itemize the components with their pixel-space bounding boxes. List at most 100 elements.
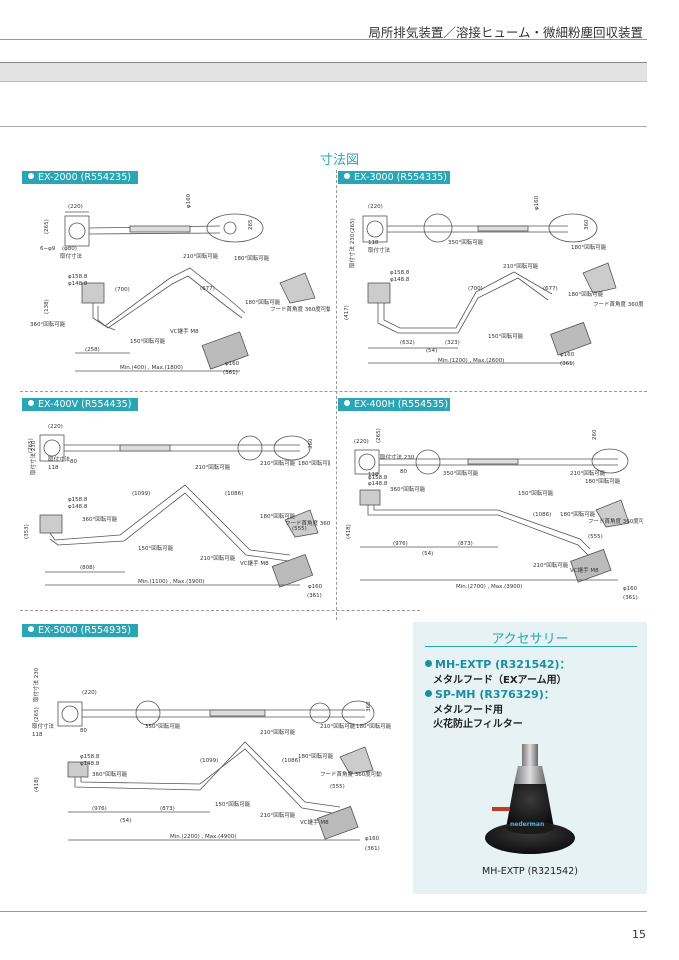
svg-text:Min.(1100) , Max.(3900): Min.(1100) , Max.(3900) <box>138 579 204 585</box>
model-label-ex400v: EX-400V (R554435) <box>22 398 138 411</box>
svg-text:150°回転可能: 150°回転可能 <box>138 544 174 552</box>
svg-text:360: 360 <box>308 438 314 449</box>
page-number: 15 <box>632 928 646 941</box>
svg-text:350°回転可能: 350°回転可能 <box>145 722 181 730</box>
svg-text:180°回転可能: 180°回転可能 <box>298 752 334 760</box>
svg-text:(418): (418) <box>34 777 40 792</box>
svg-text:(555): (555) <box>292 526 307 532</box>
svg-text:φ160: φ160 <box>186 193 192 208</box>
svg-text:(632): (632) <box>400 340 415 346</box>
svg-text:(808): (808) <box>80 565 95 571</box>
accessory-desc-mh-extp: メタルフード（EXアーム用） <box>433 675 567 686</box>
svg-text:(873): (873) <box>160 806 175 812</box>
svg-text:(1086): (1086) <box>225 491 243 497</box>
svg-text:φ148.8: φ148.8 <box>68 504 88 510</box>
svg-text:取付寸法 230: 取付寸法 230 <box>32 667 40 702</box>
footer-rule <box>0 911 647 912</box>
svg-text:(1099): (1099) <box>132 491 150 497</box>
divider-row1 <box>20 391 647 392</box>
svg-text:210°回転可能: 210°回転可能 <box>503 262 539 270</box>
accessories-title: アクセサリー <box>491 632 569 647</box>
svg-text:Min.(1200) , Max.(2600): Min.(1200) , Max.(2600) <box>438 358 504 364</box>
accessories-rule <box>425 646 637 647</box>
svg-text:取付寸法 230: 取付寸法 230 <box>29 440 37 475</box>
accessory-item-sp-mh: SP-MH (R376329)： <box>425 686 555 702</box>
bullet-icon <box>28 173 34 179</box>
svg-text:350°回転可能: 350°回転可能 <box>448 238 484 246</box>
svg-text:(220): (220) <box>354 439 369 445</box>
svg-text:φ158.8: φ158.8 <box>390 270 410 276</box>
svg-text:(220): (220) <box>368 204 383 210</box>
svg-text:取付寸法: 取付寸法 <box>368 246 391 254</box>
svg-text:210°回転可能: 210°回転可能 <box>533 561 569 569</box>
drawing-ex3000: (220) (265) 118 取付寸法 取付寸法 230 φ160 360 3… <box>344 195 643 367</box>
svg-text:φ158.8: φ158.8 <box>68 497 88 503</box>
svg-text:取付寸法 230: 取付寸法 230 <box>380 453 415 461</box>
svg-text:フード首角度 360度可動: フード首角度 360度可動 <box>285 519 330 527</box>
accessory-item-mh-extp: MH-EXTP (R321542)： <box>425 656 571 672</box>
bullet-icon <box>344 173 350 179</box>
svg-text:80: 80 <box>80 728 87 734</box>
svg-text:180°回転可能: 180°回転可能 <box>568 290 604 298</box>
metal-hood-image: nederman <box>485 744 575 854</box>
svg-text:360: 360 <box>366 701 372 712</box>
svg-text:φ158.8: φ158.8 <box>368 475 388 481</box>
svg-text:φ160: φ160 <box>534 195 540 210</box>
section-title: 寸法図 <box>319 153 359 168</box>
svg-text:フード首角度 360度可動: フード首角度 360度可動 <box>593 300 643 308</box>
svg-text:360°回転可能: 360°回転可能 <box>390 485 426 493</box>
svg-text:210°回転可能: 210°回転可能 <box>200 554 236 562</box>
bullet-icon <box>425 660 432 667</box>
svg-text:118: 118 <box>368 240 379 246</box>
svg-text:180°回転可能: 180°回転可能 <box>571 243 607 251</box>
svg-text:φ158.8: φ158.8 <box>80 754 100 760</box>
svg-text:(323): (323) <box>445 340 460 346</box>
svg-text:φ160: φ160 <box>623 586 638 592</box>
svg-text:180°回転可能: 180°回転可能 <box>585 477 621 485</box>
svg-text:VC継手 M8: VC継手 M8 <box>170 327 199 335</box>
bullet-icon <box>425 690 432 697</box>
svg-text:360°回転可能: 360°回転可能 <box>30 320 66 328</box>
svg-text:210°回転可能: 210°回転可能 <box>183 252 219 260</box>
brand-logo: nederman <box>510 821 544 828</box>
svg-text:(φ80): (φ80) <box>62 246 77 252</box>
drawing-ex400h: (220) (265) 取付寸法 230 118 80 260 350°回転可能… <box>346 428 643 601</box>
svg-text:(555): (555) <box>588 534 603 540</box>
svg-text:φ148.8: φ148.8 <box>368 481 388 487</box>
accessory-desc-sp-mh-1: メタルフード用 <box>433 705 503 716</box>
svg-text:(700): (700) <box>115 287 130 293</box>
divider-vertical <box>336 170 337 620</box>
svg-text:(677): (677) <box>543 286 558 292</box>
drawing-ex5000: (220) (265) 取付寸法 230 取付寸法 118 80 360 350… <box>32 667 392 852</box>
svg-text:(265): (265) <box>376 428 382 443</box>
svg-text:VC継手 M8: VC継手 M8 <box>570 566 599 574</box>
model-label-ex3000: EX-3000 (R554335) <box>338 171 450 184</box>
header-title: 局所排気装置／溶接ヒューム・微細粉塵回収装置 <box>368 25 643 40</box>
svg-text:(220): (220) <box>48 424 63 430</box>
svg-text:180°回転可能: 180°回転可能 <box>260 512 296 520</box>
svg-text:取付寸法 230: 取付寸法 230 <box>348 233 356 268</box>
svg-text:265: 265 <box>248 219 254 230</box>
svg-text:360°回転可能: 360°回転可能 <box>92 770 128 778</box>
svg-text:(361): (361) <box>623 595 638 601</box>
svg-text:φ160: φ160 <box>308 584 323 590</box>
svg-text:φ160: φ160 <box>225 361 240 367</box>
svg-text:180°回転可能: 180°回転可能 <box>298 459 330 467</box>
svg-text:6−φ9: 6−φ9 <box>40 246 56 252</box>
svg-text:(1086): (1086) <box>282 758 300 764</box>
svg-text:φ160: φ160 <box>365 836 380 842</box>
svg-text:(54): (54) <box>422 551 433 557</box>
divider-row2 <box>20 610 420 611</box>
svg-text:(976): (976) <box>393 541 408 547</box>
svg-text:80: 80 <box>400 469 407 475</box>
svg-text:180°回転可能: 180°回転可能 <box>245 298 281 306</box>
svg-text:フード首角度 360度可動: フード首角度 360度可動 <box>270 305 330 313</box>
svg-text:(220): (220) <box>82 690 97 696</box>
header-rule <box>0 39 647 40</box>
svg-text:118: 118 <box>368 472 379 478</box>
svg-text:(265): (265) <box>34 707 40 722</box>
svg-text:Min.(2200) , Max.(4900): Min.(2200) , Max.(4900) <box>170 834 236 840</box>
model-label-ex2000: EX-2000 (R554235) <box>22 171 138 184</box>
svg-text:(976): (976) <box>92 806 107 812</box>
svg-text:φ148.8: φ148.8 <box>80 761 100 767</box>
